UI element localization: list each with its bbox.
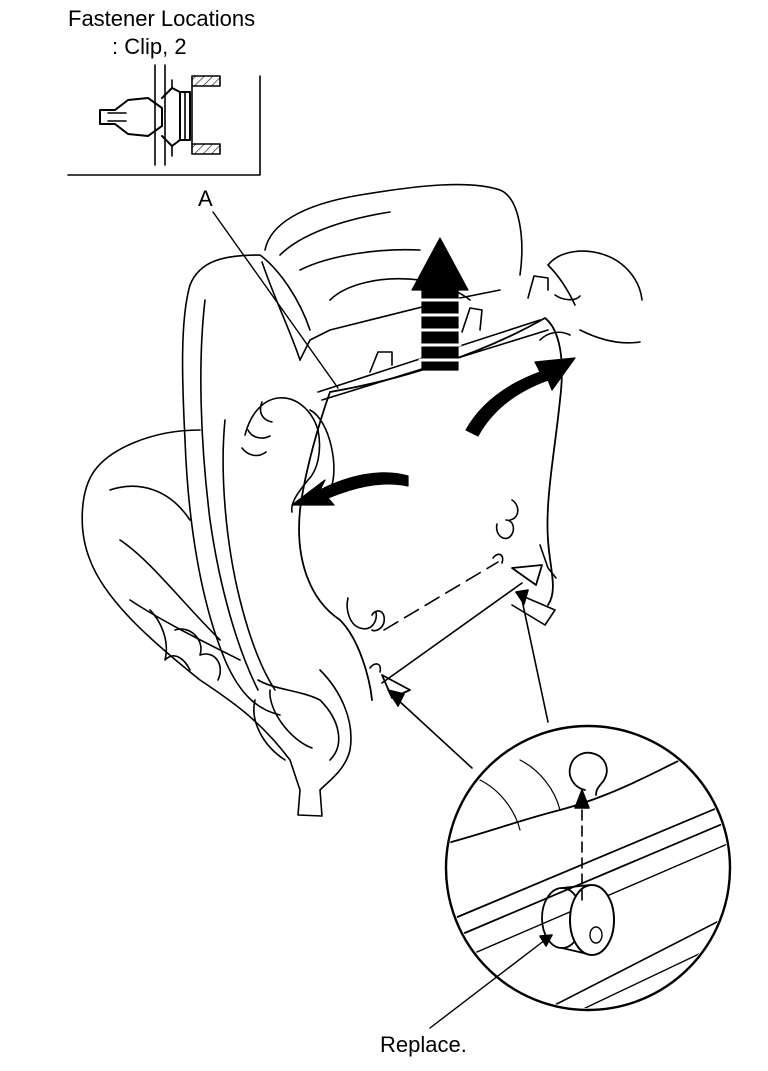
hands	[241, 250, 643, 513]
detail-pointers	[381, 582, 549, 769]
motion-arrows	[291, 237, 576, 506]
clip-link-dashed	[383, 561, 499, 631]
detail-circle	[444, 724, 732, 1012]
replace-leader-arrowhead	[539, 934, 553, 947]
seat-cushion	[81, 429, 352, 817]
inset-title: Fastener Locations	[68, 6, 256, 31]
replace-leader	[429, 939, 546, 1029]
back-panel-cover	[298, 317, 563, 701]
inset-subtitle: : Clip, 2	[112, 34, 187, 59]
callout-a-leader	[212, 211, 339, 389]
replace-label: Replace.	[380, 1032, 467, 1057]
callout-a-label: A	[198, 186, 213, 211]
seat-back	[181, 183, 549, 716]
clip-inset	[67, 64, 261, 176]
